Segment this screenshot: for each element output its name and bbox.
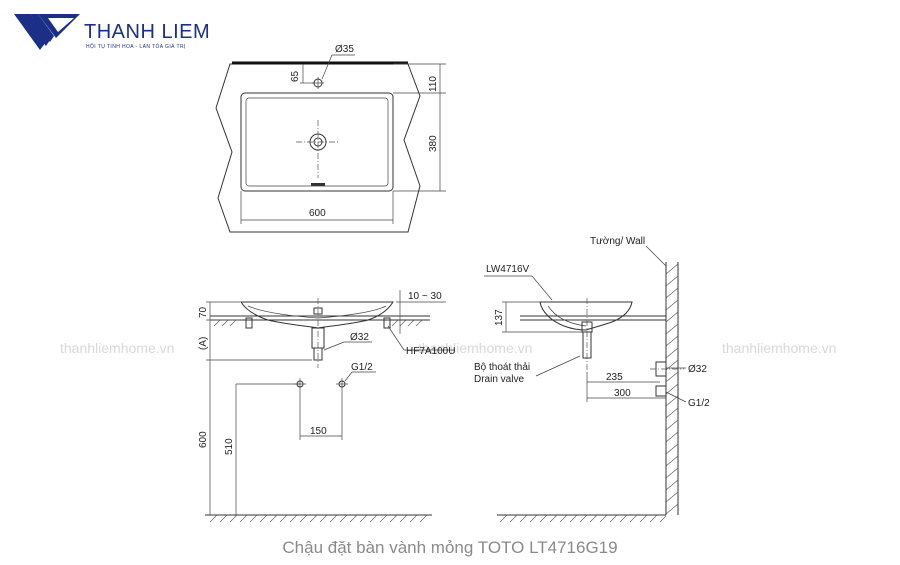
logo-mark-icon	[14, 14, 80, 50]
dim-inlet-spacing: 150	[310, 426, 327, 437]
clip-part-code: HF7A100U	[406, 346, 455, 357]
dim-inlet-height: 510	[224, 438, 235, 455]
watermark-right: thanhliemhome.vn	[722, 340, 836, 356]
brand-name: THANH LIEM	[84, 21, 210, 43]
brand-tagline: HỘI TỤ TINH HOA - LAN TỎA GIÁ TRỊ	[86, 43, 186, 50]
model-label: LW4716V	[486, 264, 530, 275]
watermark-center: thanhliemhome.vn	[418, 340, 532, 356]
dim-basin-width: 600	[309, 208, 326, 219]
dim-235: 235	[606, 372, 623, 383]
front-view: 70 (A) 600 510 150 Ø32 G1/2 10 ~ 30	[198, 290, 455, 523]
front-drain-diameter: Ø32	[350, 332, 369, 343]
dim-total-height: 600	[198, 431, 209, 448]
dim-a: (A)	[198, 337, 209, 350]
side-thread-size: G1/2	[688, 398, 710, 409]
top-view: Ø35 65 110 380 600	[215, 44, 446, 233]
dim-basin-height: 380	[428, 135, 439, 152]
dim-rim-height: 70	[198, 306, 209, 318]
drain-label-en: Drain valve	[474, 374, 524, 385]
drain-label-vi: Bộ thoát thải	[474, 362, 530, 373]
brand-logo: THANH LIEM HỘI TỤ TINH HOA - LAN TỎA GIÁ…	[14, 14, 210, 50]
inlet-left-icon	[294, 378, 306, 390]
dim-hole-diameter: Ø35	[335, 44, 354, 55]
side-view: Tường/ Wall LW4716V 137 Bộ thoát thải Dr…	[474, 236, 710, 523]
dim-basin-depth: 137	[494, 309, 505, 326]
dim-300: 300	[614, 388, 631, 399]
watermark-left: thanhliemhome.vn	[60, 340, 174, 356]
product-caption: Chậu đặt bàn vành mỏng TOTO LT4716G19	[282, 538, 617, 557]
inlet-right-icon	[336, 378, 348, 390]
side-drain-diameter: Ø32	[688, 364, 707, 375]
dim-top-margin: 110	[428, 76, 439, 92]
front-thread-size: G1/2	[351, 362, 373, 373]
wall-label: Tường/ Wall	[590, 236, 645, 247]
dim-hole-offset: 65	[290, 70, 301, 82]
dim-counter-thickness: 10 ~ 30	[408, 291, 442, 302]
